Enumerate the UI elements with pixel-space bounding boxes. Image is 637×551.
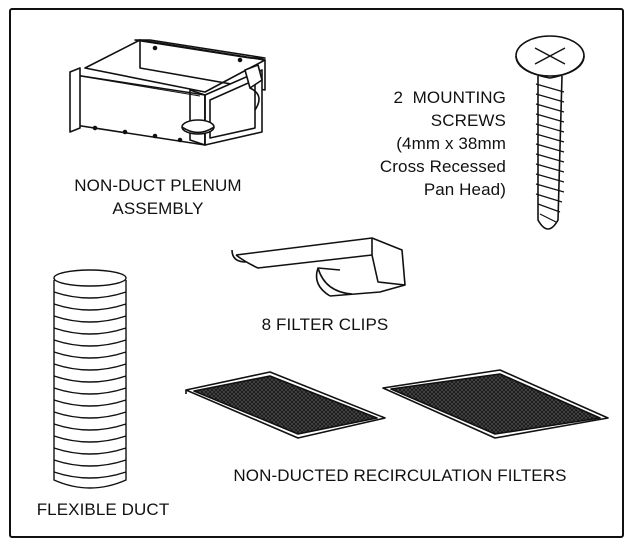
plenum-label-line-2: ASSEMBLY [112, 199, 204, 218]
mounting-screw-icon [515, 35, 585, 230]
filter-clips-label: 8 FILTER CLIPS [261, 315, 389, 334]
parts-diagram-frame [9, 8, 624, 538]
screws-label-line-4: Cross Recessed [379, 157, 506, 176]
plenum-assembly-label: NON-DUCT PLENUM ASSEMBLY [58, 174, 258, 220]
mounting-screws-label: 2 MOUNTING SCREWS (4mm x 38mm Cross Rece… [330, 86, 506, 201]
plenum-assembly-icon [69, 39, 266, 146]
filter-clip-icon [231, 237, 406, 297]
screws-label-line-1: 2 MOUNTING [393, 88, 506, 107]
flexible-duct-label: FLEXIBLE DUCT [36, 500, 170, 519]
screws-label-line-3: (4mm x 38mm [396, 134, 506, 153]
screws-label-line-2: SCREWS [430, 111, 506, 130]
plenum-label-line-1: NON-DUCT PLENUM [74, 176, 242, 195]
flexible-duct-icon [53, 269, 127, 489]
screws-label-line-5: Pan Head) [423, 180, 506, 199]
recirculation-filters-label: NON-DUCTED RECIRCULATION FILTERS [233, 466, 567, 485]
recirculation-filter-icon [382, 369, 609, 439]
recirculation-filter-icon [185, 371, 386, 439]
